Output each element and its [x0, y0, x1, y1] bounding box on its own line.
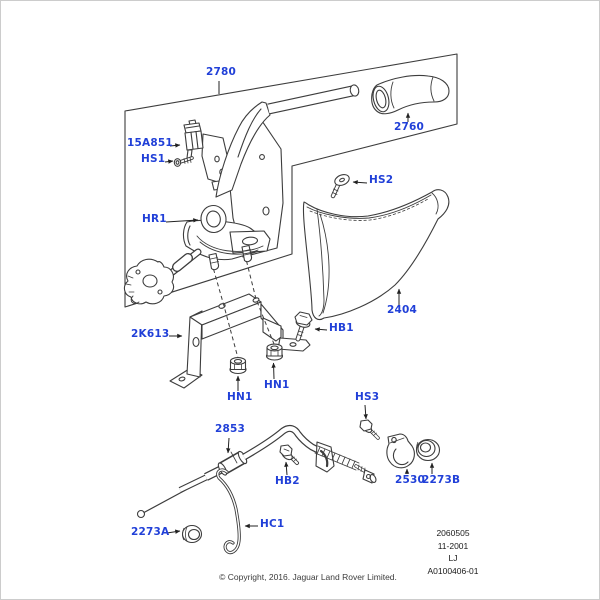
part-label-2760[interactable]: 2760	[394, 121, 425, 133]
ratchet-mechanism-drawing	[123, 258, 175, 305]
drawing-reference-block: 2060505 11-2001 LJ A0100406-01	[407, 527, 499, 577]
part-label-hn1-upper[interactable]: HN1	[264, 379, 290, 391]
gaiter-boot-drawing	[302, 189, 450, 321]
grommet-2273b-drawing	[415, 438, 441, 462]
grommet-2273a-drawing	[181, 524, 203, 544]
mounting-bracket-drawing	[169, 293, 311, 389]
assembly-alignment-dashes	[213, 260, 275, 359]
bolt-hb2-drawing	[279, 444, 299, 465]
part-label-15a851[interactable]: 15A851	[127, 137, 173, 149]
screw-hs2-drawing	[330, 174, 350, 199]
nut-hn1-lower-drawing	[229, 357, 247, 375]
part-label-hb1[interactable]: HB1	[329, 322, 354, 334]
part-label-hr1[interactable]: HR1	[142, 213, 167, 225]
part-label-2853[interactable]: 2853	[215, 423, 246, 435]
ref-catalog-number: 2060505	[436, 528, 470, 538]
ref-drawing-number: A0100406-01	[427, 565, 479, 576]
part-label-2273b[interactable]: 2273B	[422, 474, 461, 486]
part-label-hs3[interactable]: HS3	[355, 391, 380, 403]
warning-switch-drawing	[183, 119, 204, 159]
part-label-hn1-lower[interactable]: HN1	[227, 391, 253, 403]
brake-cable-drawing	[136, 424, 377, 519]
copyright-notice: © Copyright, 2016. Jaguar Land Rover Lim…	[219, 572, 397, 582]
cable-clip-drawing	[386, 433, 415, 469]
part-label-2k613[interactable]: 2K613	[131, 328, 170, 340]
bolt-hb1-drawing	[294, 311, 313, 342]
part-label-hc1[interactable]: HC1	[260, 518, 285, 530]
ref-date-code: 11-2001	[437, 540, 469, 551]
hook-hc1-drawing	[216, 468, 241, 555]
bush-hr1-drawing	[200, 204, 227, 234]
leader-lines	[164, 81, 435, 534]
part-label-2404[interactable]: 2404	[387, 304, 418, 316]
part-label-2273a[interactable]: 2273A	[131, 526, 170, 538]
part-label-hs2[interactable]: HS2	[369, 174, 394, 186]
nut-hn1-upper-drawing	[265, 343, 284, 361]
ref-model-code: LJ	[448, 553, 458, 564]
part-label-hs1[interactable]: HS1	[141, 153, 166, 165]
part-label-hb2[interactable]: HB2	[275, 475, 300, 487]
part-label-2780[interactable]: 2780	[206, 66, 237, 78]
lever-grip-drawing	[371, 74, 450, 115]
screw-hs1-drawing	[173, 156, 194, 167]
handbrake-lever-assembly-drawing	[123, 84, 360, 305]
screw-hs3-drawing	[359, 419, 380, 440]
exploded-plane-outline	[124, 53, 458, 308]
part-label-2530[interactable]: 2530	[395, 474, 426, 486]
